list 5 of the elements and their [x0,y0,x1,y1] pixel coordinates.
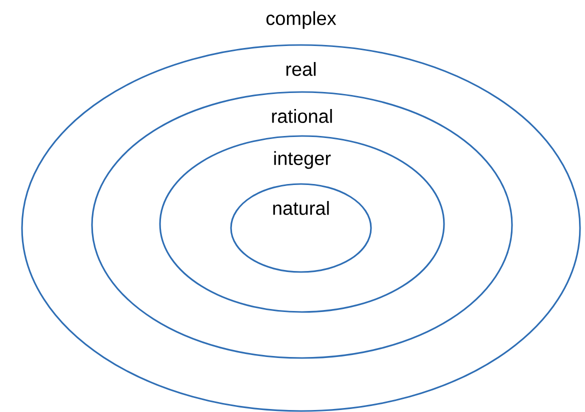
set-label: integer [274,151,331,169]
set-label: natural [273,201,329,215]
set-label: real [286,62,316,76]
set-label: complex [266,11,336,29]
set-label: rational [272,109,332,123]
